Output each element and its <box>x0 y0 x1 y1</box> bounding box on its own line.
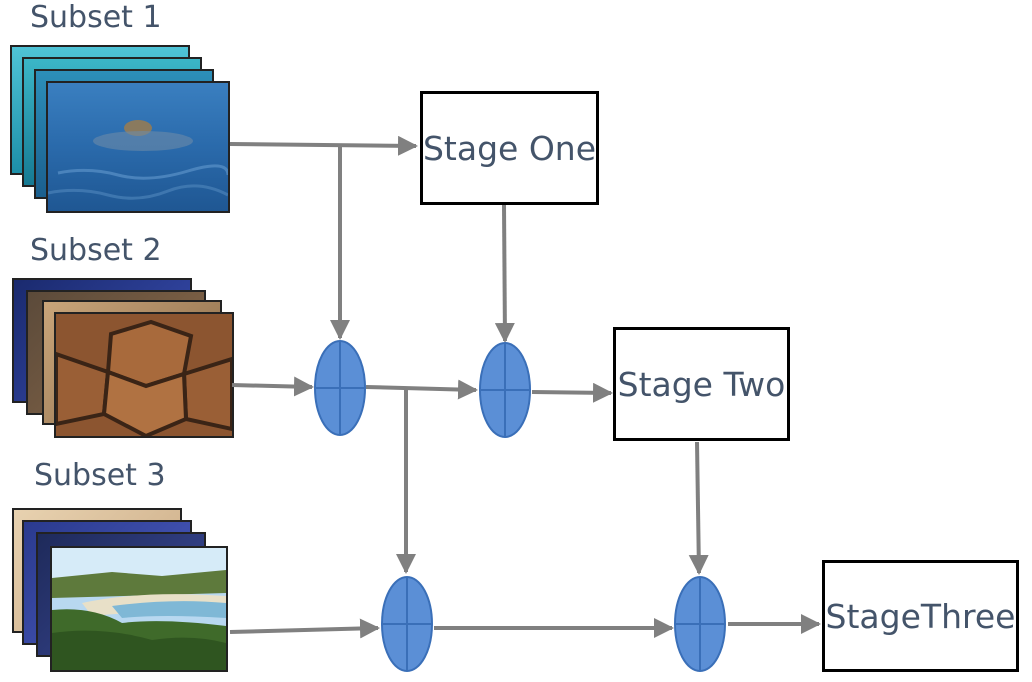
coastline-icon <box>52 548 226 670</box>
stage-two-box: Stage Two <box>613 327 790 441</box>
arrow-subset2-to-node-1 <box>231 376 314 397</box>
fusion-node-4-icon <box>674 576 726 672</box>
subset-2-label: Subset 2 <box>30 233 162 268</box>
subset-3-image-stack <box>12 508 230 673</box>
subset-2-image-front <box>54 312 234 439</box>
subset-1-label: Subset 1 <box>30 0 162 35</box>
subset-2-image-stack <box>12 278 234 440</box>
arrow-stage-two-to-node-4 <box>688 441 709 575</box>
subset-1-image-stack <box>10 45 230 215</box>
arrow-node-2-to-stage-two <box>531 382 613 403</box>
arrow-node-1-to-node-2 <box>365 379 478 400</box>
subset-1-image-front <box>46 81 230 213</box>
fusion-node-3-icon <box>381 576 433 672</box>
arrow-subset1-to-stage-one <box>229 135 418 156</box>
arrow-subset3-to-node-3 <box>229 618 380 639</box>
fusion-node-2-icon <box>479 342 531 438</box>
fusion-node-1-icon <box>314 340 366 436</box>
turtle-shell-icon <box>54 314 234 439</box>
turtle-in-water-icon <box>47 120 230 200</box>
subset-3-label: Subset 3 <box>34 458 166 493</box>
arrow-stage-one-to-node-2 <box>494 204 515 343</box>
stage-three-box: StageThree <box>822 560 1019 672</box>
subset-3-image-front <box>50 546 228 672</box>
stage-one-box: Stage One <box>420 91 599 205</box>
